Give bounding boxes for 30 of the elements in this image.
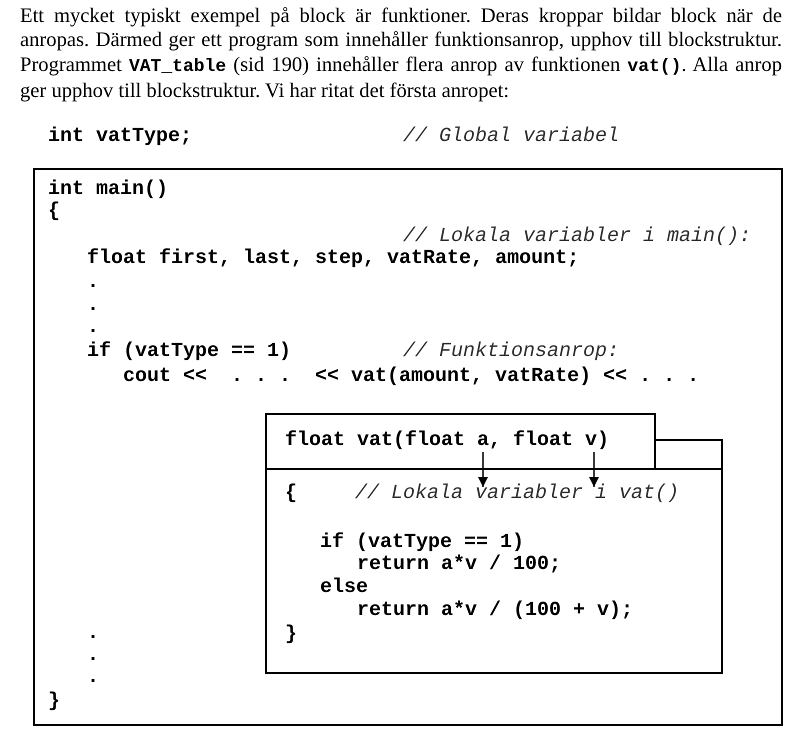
code-line: cout << . . . << vat(amount, vatRate) << . . . (123, 366, 700, 388)
intro-paragraph: Ett mycket typiskt exempel på block är funktioner. Deras kroppar bildar block när de anropas. Därmed ger ett program som innehåller funktionsanrop, upphov till blockstruktur. Programmet VAT_table (sid 190) innehåller flera anrop av funktionen vat(). Alla anrop ger upphov till blockstruktur. Vi har ritat det första anropet: (20, 4, 782, 104)
code-line: . (87, 317, 100, 339)
code-comment: // Global variabel (403, 126, 620, 148)
code-line: if (vatType == 1) (87, 341, 292, 363)
function-body-box (265, 468, 723, 674)
code-line: int main() (48, 179, 168, 201)
code-line: { (48, 201, 60, 223)
code-line: float first, last, step, vatRate, amount; (87, 248, 580, 270)
code-comment: // Lokala variabler i main(): (403, 226, 752, 248)
code-line: . (87, 295, 100, 317)
code-comment: // Funktionsanrop: (403, 341, 620, 363)
code-line: else (320, 577, 368, 599)
arrow (478, 452, 488, 487)
code-line: return a*v / (100 + v); (357, 600, 634, 622)
function-header-box (265, 413, 656, 470)
code-line: . (87, 667, 100, 689)
code-line: . (87, 623, 100, 645)
code-line: float vat(float a, float v) (285, 430, 610, 452)
code-block-frame (33, 168, 783, 726)
code-line: } (48, 691, 60, 713)
code-line: . (87, 272, 100, 294)
code-line: return a*v / 100; (357, 554, 562, 576)
code-comment: // Lokala variabler i vat() (355, 483, 680, 505)
arrow (589, 452, 599, 487)
code-line: { (285, 483, 298, 505)
code-line: . (87, 645, 100, 667)
code-line: if (vatType == 1) (320, 532, 524, 554)
code-line: } (285, 624, 298, 646)
code-line: int vatType; (48, 126, 192, 148)
